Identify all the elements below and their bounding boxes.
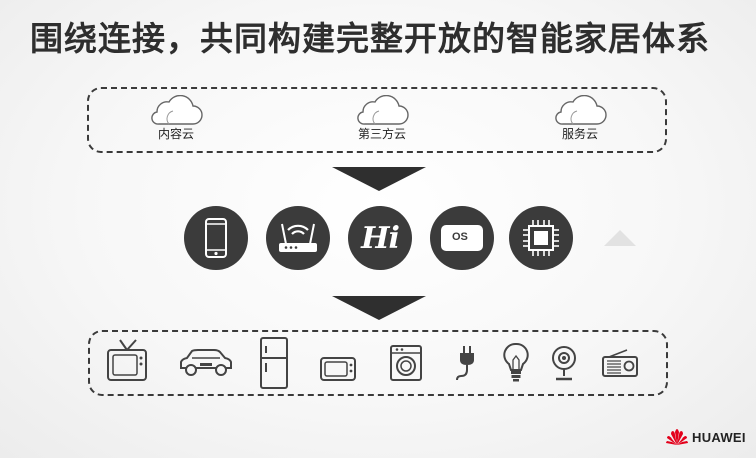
faint-cloud-icon (604, 230, 636, 246)
washing-machine-icon (390, 345, 422, 381)
radio-icon (602, 349, 638, 377)
hilink-icon: Hi (361, 220, 400, 256)
cloud-icon (357, 95, 409, 125)
huawei-logo: HUAWEI (666, 428, 746, 446)
refrigerator-icon (260, 337, 288, 389)
car-icon (180, 349, 232, 376)
router-icon (279, 223, 317, 252)
down-arrow-icon (332, 296, 426, 320)
cloud-icon (555, 95, 607, 125)
os-icon (441, 225, 483, 251)
microwave-icon (320, 357, 356, 381)
chip-icon (523, 220, 559, 256)
cloud-icon (151, 95, 203, 125)
hub-hilink: Hi (348, 206, 412, 270)
cloud-label: 内容云 (157, 127, 194, 141)
cloud-content: 内容云 (131, 95, 221, 142)
cloud-layer-box: 内容云 第三方云 服务云 (87, 87, 667, 153)
page-title: 围绕连接，共同构建完整开放的智能家居体系 (30, 19, 710, 58)
os-label: OS (452, 231, 468, 243)
light-bulb-icon (503, 342, 529, 382)
tv-icon (107, 339, 147, 381)
hub-router (266, 206, 330, 270)
huawei-flower-icon (666, 429, 688, 445)
cloud-label: 服务云 (561, 127, 598, 141)
camera-icon (552, 346, 576, 381)
brand-name: HUAWEI (692, 429, 746, 445)
smartphone-icon (205, 218, 227, 258)
down-arrow-icon (332, 167, 426, 191)
cloud-third-party: 第三方云 (337, 95, 427, 142)
hub-os: OS (430, 206, 494, 270)
cloud-service: 服务云 (535, 95, 625, 142)
hub-smartphone (184, 206, 248, 270)
cloud-label: 第三方云 (357, 127, 406, 141)
hub-chip (509, 206, 573, 270)
smart-plug-icon (456, 346, 474, 381)
device-layer-box (88, 330, 668, 396)
